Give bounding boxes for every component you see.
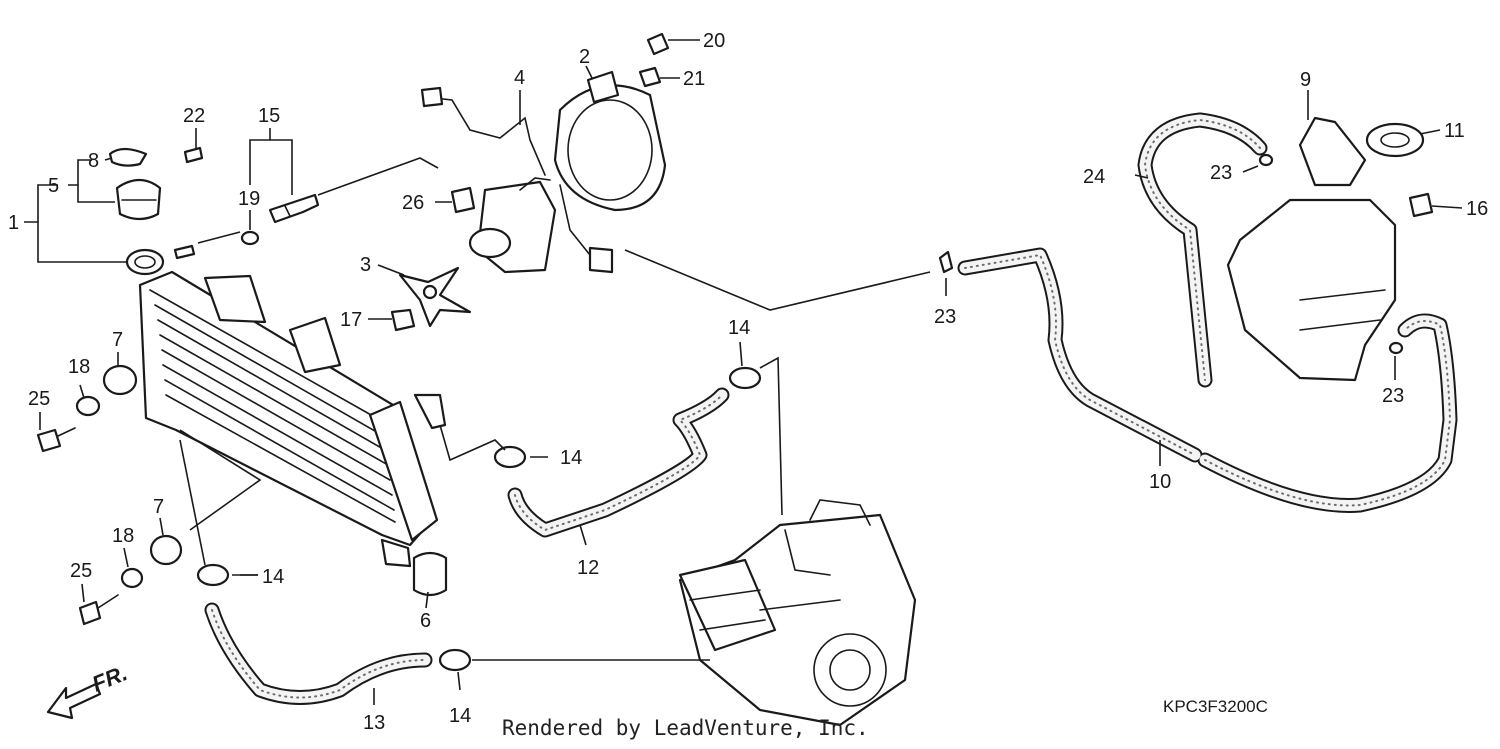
- callout-5: 5: [48, 175, 59, 197]
- callout-6: 6: [420, 610, 431, 632]
- hose-clamp-14c: [196, 563, 230, 587]
- clip-23-b: [1258, 153, 1274, 167]
- callout-23-left: 23: [934, 306, 956, 328]
- callout-10: 10: [1149, 471, 1171, 493]
- callout-1: 1: [8, 212, 19, 234]
- fan-blade: [398, 266, 472, 328]
- callout-20: 20: [703, 30, 725, 52]
- callout-17: 17: [340, 309, 362, 331]
- washer-19: [240, 230, 260, 246]
- fan-shroud: [553, 70, 667, 212]
- callout-21: 21: [683, 68, 705, 90]
- bolt-25-upper: [36, 427, 76, 453]
- callout-23-top: 23: [1210, 162, 1232, 184]
- callout-18-lower: 18: [112, 525, 134, 547]
- callout-24: 24: [1083, 166, 1105, 188]
- clip-26: [450, 186, 476, 214]
- callout-25-lower: 25: [70, 560, 92, 582]
- collar-18-lower: [120, 567, 144, 589]
- clip-23-a: [938, 250, 954, 274]
- mount-rubber-lower: [149, 534, 183, 566]
- filler-neck: [125, 244, 196, 276]
- callout-14-a: 14: [728, 317, 750, 339]
- hose-clamp-14b: [493, 445, 527, 469]
- hose-clamp-14a: [728, 366, 762, 390]
- grommet-6: [412, 551, 448, 597]
- callout-23-right: 23: [1382, 385, 1404, 407]
- mount-rubber-upper: [102, 364, 138, 396]
- callout-4: 4: [514, 67, 525, 89]
- callout-25-upper: 25: [28, 388, 50, 410]
- bolt-25-lower: [78, 594, 119, 626]
- hose-10: [957, 247, 1458, 513]
- diagram-code: KPC3F3200C: [1163, 697, 1268, 716]
- callout-12: 12: [577, 557, 599, 579]
- hose-clamp-14d: [438, 648, 472, 672]
- hose-12: [507, 387, 730, 538]
- front-arrow-icon: [46, 682, 102, 720]
- thermo-switch-15: [268, 193, 320, 224]
- callout-9: 9: [1300, 69, 1311, 91]
- hose-13: [204, 602, 433, 705]
- callout-18-upper: 18: [68, 356, 90, 378]
- reserve-tank: [1226, 116, 1397, 382]
- hose-24: [1137, 112, 1268, 388]
- screw-22: [183, 146, 204, 164]
- callout-26: 26: [402, 192, 424, 214]
- callout-3: 3: [360, 254, 371, 276]
- callout-15: 15: [258, 105, 280, 127]
- callout-13: 13: [363, 712, 385, 734]
- bolt-20: [646, 32, 670, 56]
- callout-14-b: 14: [560, 447, 582, 469]
- callout-16: 16: [1466, 198, 1488, 220]
- render-credit: Rendered by LeadVenture, Inc.: [502, 716, 869, 740]
- front-indicator-label: FR.: [89, 660, 131, 696]
- bolt-16: [1408, 192, 1434, 218]
- engine: [678, 499, 917, 727]
- callout-7-upper: 7: [112, 329, 123, 351]
- nut-17: [390, 308, 416, 332]
- bolt-21: [638, 66, 662, 88]
- fan-wire-harness: [420, 86, 614, 274]
- callout-2: 2: [579, 46, 590, 68]
- leader-lines: [24, 39, 1463, 705]
- radiator-cap: [108, 147, 162, 221]
- clip-23-c: [1388, 341, 1404, 355]
- callout-11: 11: [1444, 120, 1465, 142]
- callout-14-c: 14: [262, 566, 284, 588]
- reserve-tank-cap: [1365, 122, 1425, 158]
- callout-22: 22: [183, 105, 205, 127]
- fan-motor: [468, 177, 557, 274]
- callout-19: 19: [238, 188, 260, 210]
- radiator: [138, 270, 447, 568]
- callout-labels: 1 2 3 4 5 6 7 7 8 9 10 11 12 13 14 14 14…: [8, 30, 1488, 734]
- callout-7-lower: 7: [153, 496, 164, 518]
- collar-18-upper: [75, 395, 101, 417]
- callout-14-d: 14: [449, 705, 471, 727]
- callout-8: 8: [88, 150, 99, 172]
